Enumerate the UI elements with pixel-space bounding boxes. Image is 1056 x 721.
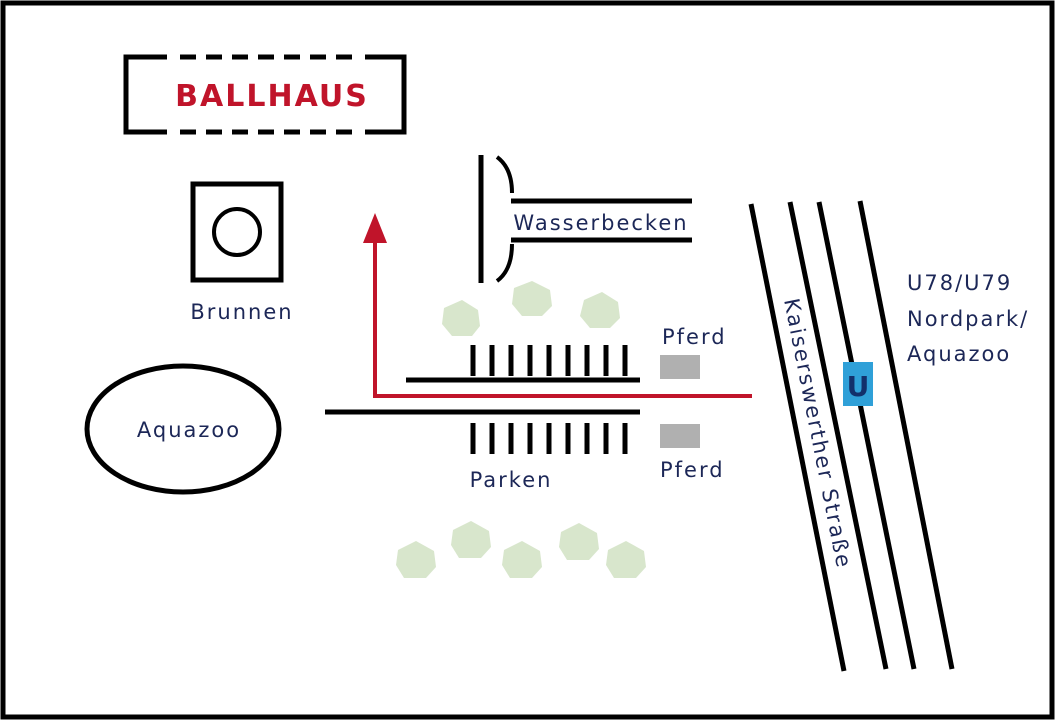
- aquazoo-shape: [84, 363, 282, 495]
- tree-icon: [580, 292, 620, 328]
- ubahn-line-label: U78/U79: [907, 271, 1012, 295]
- arrow-head-icon: [363, 213, 387, 243]
- pferd-marker-bottom: [660, 424, 700, 448]
- tram-tracks: [816, 200, 955, 670]
- trees-bottom: [396, 521, 646, 578]
- tree-icon: [606, 541, 646, 578]
- tree-icon: [512, 281, 552, 316]
- pferd-label-bottom: Pferd: [660, 458, 725, 482]
- tree-icon: [502, 541, 542, 578]
- wasserbecken-label: Wasserbecken: [513, 211, 688, 235]
- tree-icon: [559, 523, 599, 560]
- parking-area: [325, 345, 640, 454]
- ubahn-stop-icon: [843, 362, 873, 406]
- ballhaus-label: BALLHAUS: [175, 79, 369, 114]
- pferd-label-top: Pferd: [662, 325, 727, 349]
- tree-icon: [451, 521, 491, 558]
- ballhaus-building: [123, 54, 407, 135]
- tree-icon: [442, 300, 480, 336]
- brunnen-icon: [190, 181, 284, 283]
- tree-icon: [396, 541, 436, 578]
- street-lines: [748, 201, 889, 672]
- parken-label: Parken: [470, 468, 553, 492]
- wasserbecken-shape: [478, 155, 692, 283]
- aquazoo-label: Aquazoo: [137, 418, 241, 442]
- brunnen-label: Brunnen: [190, 300, 293, 324]
- trees-top: [442, 281, 620, 336]
- ubahn-badge-label: U: [847, 370, 870, 403]
- ubahn-direction-label: Nordpark/: [907, 307, 1029, 331]
- ubahn-station-label: Aquazoo: [907, 342, 1011, 366]
- pferd-marker-top: [660, 355, 700, 379]
- route-arrow: [363, 213, 752, 398]
